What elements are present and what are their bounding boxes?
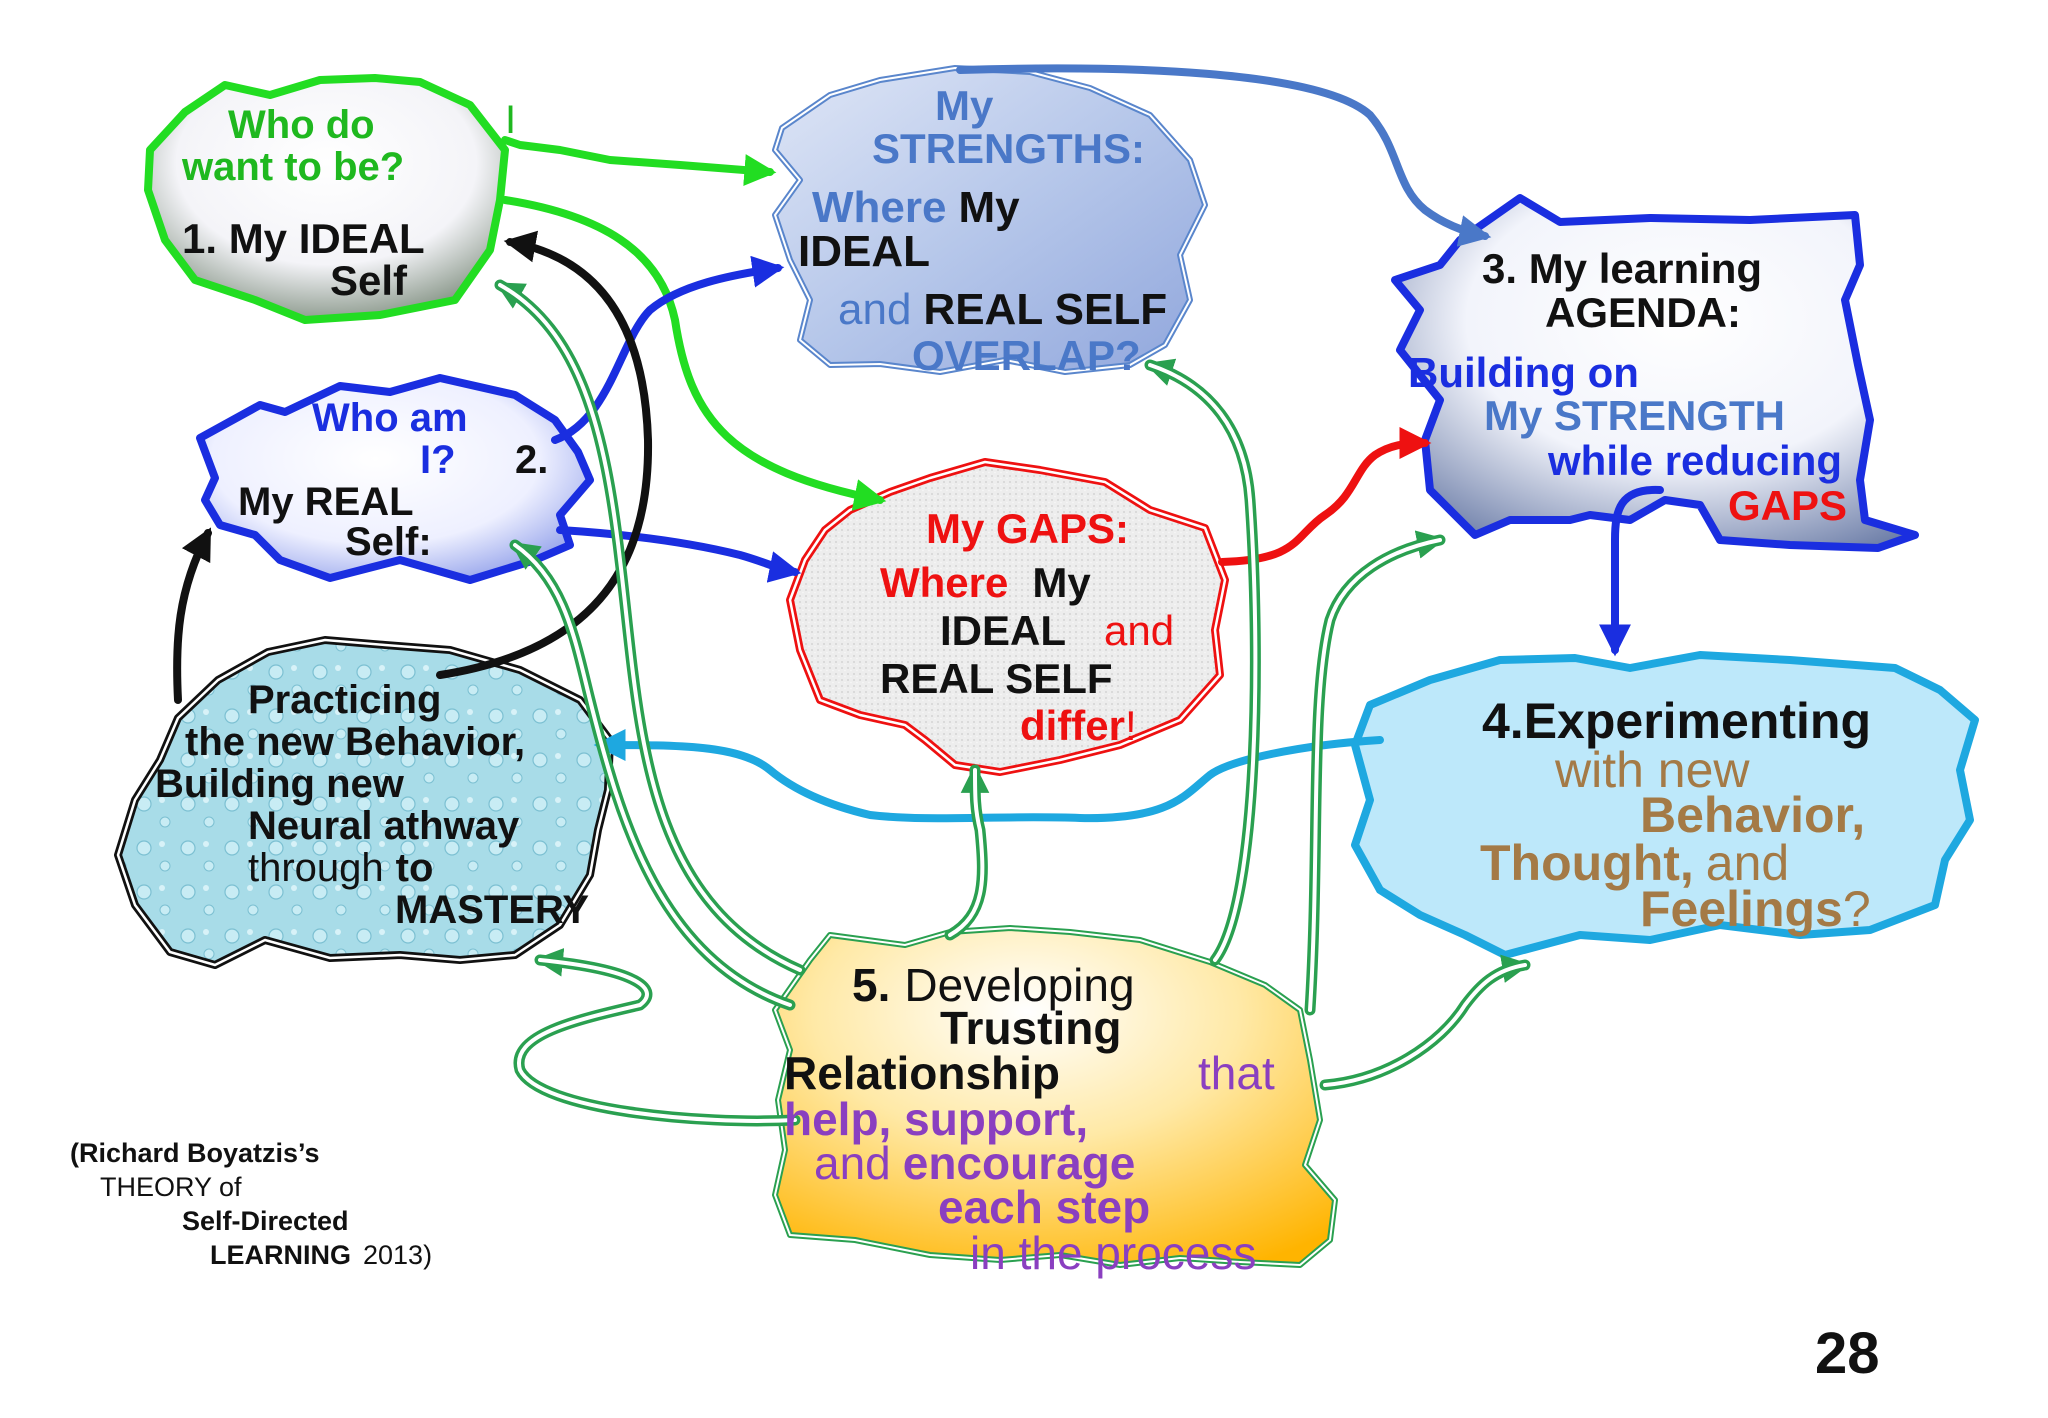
arrow-ideal-to-strengths: [501, 136, 777, 186]
arrow-practicing-to-ideal: [436, 230, 653, 679]
agenda-line6: GAPS: [1728, 482, 1848, 529]
trusting-line4: help, support,: [784, 1093, 1089, 1145]
agenda-line2: AGENDA:: [1545, 289, 1741, 336]
arrow-agenda-to-experimenting: [1599, 485, 1664, 657]
strengths-line2: STRENGTHS:: [872, 125, 1145, 172]
ideal-question-line1: Who do: [228, 103, 375, 147]
agenda-blob: [1391, 194, 1919, 552]
practicing-line2: the new Behavior,: [185, 720, 526, 764]
citation-line2: THEORY of: [100, 1172, 242, 1202]
agenda-line4: My STRENGTH: [1484, 392, 1786, 439]
real-question-line2: I?: [420, 438, 456, 482]
experimenting-blob: [1351, 651, 1979, 959]
agenda-line5: while reducing: [1548, 437, 1843, 484]
practicing-line6: MASTERY: [395, 888, 590, 932]
experimenting-line2: with new: [1555, 742, 1750, 798]
trusting-line7: in the process: [970, 1227, 1257, 1279]
experimenting-line1: 4.Experimenting: [1482, 693, 1871, 749]
arrow-practicing-to-real: [173, 527, 212, 704]
real-title-line2: Self:: [345, 520, 432, 564]
ideal-title-line1: 1. My IDEAL: [182, 215, 425, 262]
trust-arrows: [494, 279, 1531, 1127]
real-title-line1: My REAL: [238, 480, 414, 524]
strengths-line4: IDEAL: [798, 227, 930, 276]
agenda-line1: 3. My learning: [1482, 245, 1763, 292]
citation-line1: (Richard Boyatzis’s: [70, 1138, 320, 1168]
real-number: 2.: [515, 438, 549, 482]
ideal-question-line2: want to be?: [182, 145, 405, 189]
ideal-self-blob: [144, 74, 509, 324]
arrow-real-to-gaps: [556, 526, 802, 583]
slide-number: 28: [1815, 1321, 1880, 1386]
practicing-line4: Neural athway: [248, 804, 520, 848]
arrow-gaps-to-agenda: [1218, 427, 1432, 566]
experimenting-line5: Feelings?: [1640, 881, 1871, 937]
strengths-line6: OVERLAP?: [912, 332, 1141, 379]
practicing-line3: Building new: [155, 762, 404, 806]
gaps-line5: differ!: [1020, 702, 1137, 749]
gaps-line1: My GAPS:: [926, 505, 1130, 552]
experimenting-line3: Behavior,: [1640, 787, 1866, 843]
citation-line3: Self-Directed: [182, 1206, 349, 1236]
trusting-line1: 5.Developing: [852, 959, 1135, 1011]
strengths-line1: My: [935, 82, 994, 129]
arrow-strengths-to-agenda: [956, 64, 1492, 247]
gaps-line4: REAL SELF: [880, 655, 1113, 702]
ideal-question-mark: I: [505, 98, 517, 142]
experimenting-line4: Thought,and: [1480, 835, 1790, 891]
ideal-title-line2: Self: [330, 257, 408, 304]
trusting-line6: each step: [938, 1181, 1151, 1233]
agenda-line3: Building on: [1408, 349, 1639, 396]
trusting-line2: Trusting: [940, 1002, 1122, 1054]
real-question-line1: Who am: [312, 396, 468, 440]
arrow-ideal-to-gaps: [501, 196, 887, 511]
practicing-line1: Practicing: [248, 678, 442, 722]
